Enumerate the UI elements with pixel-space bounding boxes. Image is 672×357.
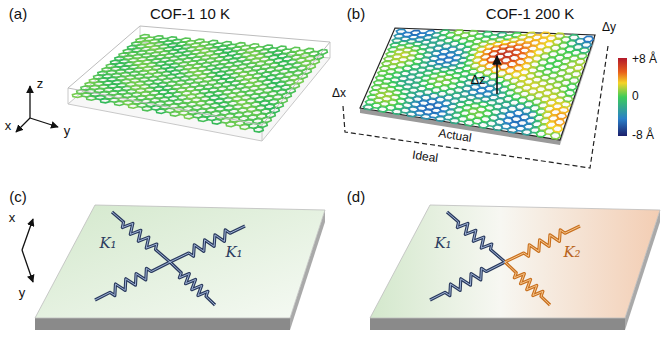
spring-constant: K₁ [99,235,116,252]
spring-symbol [95,262,170,300]
axes-a [16,86,58,132]
panel-letter: (b) [347,6,365,23]
spring-symbol [505,226,580,262]
axis-label: x [9,211,16,225]
box-label: Actual [437,127,472,145]
spring-highlight [112,212,170,262]
colorbar-tick: -8 Å [632,129,654,142]
sample-box-b [360,28,595,145]
spring-highlight [170,226,245,262]
lattice-hexagon [573,65,583,71]
axis-label: y [64,124,71,138]
axis-label: x [5,119,12,133]
spring-highlight [505,262,550,305]
slab-c [35,205,325,330]
panel-letter: (a) [9,6,27,23]
panel-letter: (c) [9,189,27,206]
lattice-hexagon [582,42,592,47]
lattice-hexagon [575,59,585,64]
slab-d [370,205,660,330]
lattice-hexagon [579,48,589,53]
lattice-hexagon [584,36,594,42]
spring-highlight [95,262,170,300]
spring-constant: K₁ [225,244,242,261]
spring-highlight [447,212,505,262]
displacement-label: Δz [470,73,485,87]
colorbar-tick: +8 Å [632,53,657,66]
spring-constant: K₁ [434,235,451,252]
lattice-hexagon [555,119,565,125]
lattice-hexagon [571,71,581,77]
box-label: Ideal [411,149,439,166]
lattice-hexagon [569,77,579,83]
spring-symbol [447,212,505,262]
spring-symbol [430,262,505,300]
dz-arrow [496,56,498,94]
panel-letter: (d) [347,189,365,206]
lattice-hexagon [553,125,563,132]
panel-title: COF-1 200 K [486,6,574,23]
lattice-hexagon [551,132,561,139]
spring-highlight [170,262,215,305]
sample-box-a [68,26,330,141]
spring-symbol [505,262,550,305]
lattice-hexagon [565,90,575,96]
lattice-hexagon [559,107,569,113]
panel-title: COF-1 10 K [150,6,230,23]
axis-label: z [37,77,44,91]
lattice-hexagon [577,53,587,58]
spring-highlight [505,226,580,262]
spring-highlight [430,262,505,300]
axis-label: y [19,286,26,300]
spring-symbol [170,226,245,262]
spring-symbol [170,262,215,305]
axes-c [22,219,33,282]
colorbar [618,58,627,136]
displacement-label: Δx [332,87,346,100]
lattice-hexagon [567,84,577,90]
lattice-hexagon [557,113,567,119]
spring-constant: K₂ [563,244,580,261]
spring-symbol [112,212,170,262]
displacement-label: Δy [602,21,616,34]
lattice-hexagon [298,74,307,79]
colorbar-tick: 0 [632,90,639,103]
